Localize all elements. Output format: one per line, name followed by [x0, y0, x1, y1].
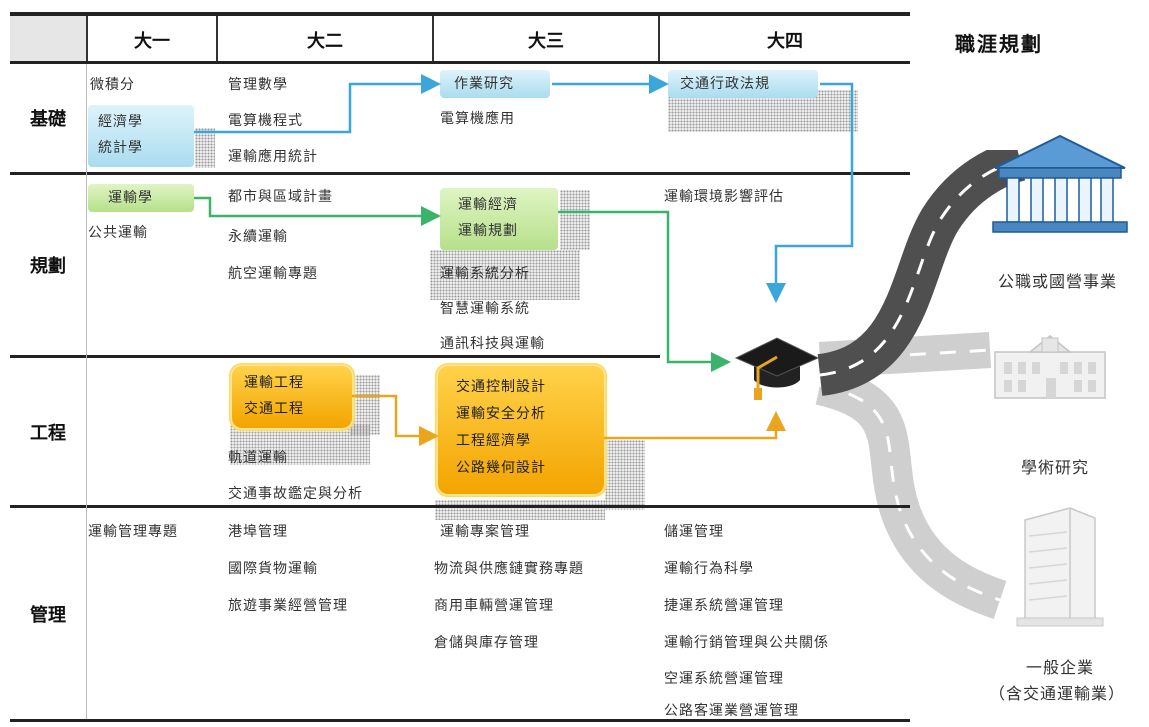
course-transport-statistics: 運輸應用統計 — [228, 149, 318, 165]
course-accident-analysis: 交通事故鑑定與分析 — [228, 486, 363, 502]
category-engineering: 工程 — [30, 422, 66, 444]
course-rail-transport: 軌道運輸 — [228, 450, 288, 466]
course-commercial-vehicle-ops: 商用車輛營運管理 — [434, 598, 554, 614]
header-year-1: 大一 — [134, 31, 170, 52]
course-transport-planning: 運輸規劃 — [458, 223, 518, 239]
course-bus-operations: 公路客運業營運管理 — [664, 703, 799, 719]
col-divider — [432, 16, 434, 61]
header-year-2: 大二 — [307, 31, 343, 52]
government-building-icon — [992, 134, 1128, 233]
course-transport-systems-analysis: 運輸系統分析 — [440, 266, 530, 282]
course-environmental-impact: 運輸環境影響評估 — [664, 189, 784, 205]
course-transport-admin-law: 交通行政法規 — [668, 70, 818, 98]
course-operations-research: 作業研究 — [440, 70, 550, 98]
category-management: 管理 — [30, 604, 66, 626]
course-highway-geometric-design: 公路幾何設計 — [456, 460, 546, 476]
course-transportation: 運輸學 — [88, 184, 194, 212]
career-roads — [815, 150, 1026, 619]
course-box-economics-statistics: 經濟學 統計學 — [88, 105, 194, 167]
career-academic-research: 學術研究 — [1020, 458, 1089, 477]
category-planning: 規劃 — [30, 256, 66, 277]
course-behavioral-science: 運輸行為科學 — [664, 561, 754, 577]
course-transport-project-mgmt: 運輸專案管理 — [440, 524, 530, 540]
course-computer-applications: 電算機應用 — [440, 111, 515, 127]
shadow — [430, 250, 580, 300]
header-year-3: 大三 — [528, 31, 564, 52]
road-public-sector — [816, 150, 1026, 396]
course-transport-mgmt-topics: 運輸管理專題 — [88, 524, 178, 540]
course-comm-tech-transport: 通訊科技與運輸 — [440, 336, 545, 352]
rule-after-foundation — [10, 172, 910, 175]
course-computer-programming: 電算機程式 — [228, 113, 303, 129]
course-engineering-economics: 工程經濟學 — [456, 433, 531, 449]
course-transport-economics: 運輸經濟 — [458, 197, 518, 213]
category-divider — [86, 64, 87, 719]
career-enterprise-note: （含交通運輸業） — [988, 684, 1125, 703]
career-enterprise: 一般企業 — [1025, 658, 1094, 677]
course-transport-safety-analysis: 運輸安全分析 — [456, 406, 546, 422]
green-arrow-to-econ-planning — [194, 196, 441, 226]
col-divider — [658, 16, 660, 61]
course-aviation-topics: 航空運輸專題 — [228, 266, 318, 282]
course-traffic-engineering: 交通工程 — [244, 401, 304, 417]
rule-top — [10, 12, 910, 16]
course-logistics-supply-chain: 物流與供應鏈實務專題 — [434, 561, 584, 577]
rule-after-engineering — [10, 505, 910, 508]
green-arrow-to-graduation — [558, 210, 731, 372]
gold-arrow-to-graduation — [604, 411, 786, 440]
course-economics: 經濟學 — [98, 114, 143, 130]
course-management-math: 管理數學 — [228, 77, 288, 93]
course-port-management: 港埠管理 — [228, 524, 288, 540]
blue-arrow-to-operations-research — [194, 74, 441, 134]
col-divider — [216, 16, 218, 61]
course-box-engineering-core: 交通控制設計 運輸安全分析 工程經濟學 公路幾何設計 — [438, 366, 604, 494]
faded-road-enterprise — [815, 365, 1007, 619]
course-box-transport-traffic-eng: 運輸工程 交通工程 — [232, 366, 352, 428]
gold-arrow-to-engineering-core — [352, 394, 439, 446]
course-transport-engineering: 運輸工程 — [244, 375, 304, 391]
course-traffic-control-design: 交通控制設計 — [456, 379, 546, 395]
course-warehouse-inventory: 倉儲與庫存管理 — [434, 635, 539, 651]
course-tourism-management: 旅遊事業經營管理 — [228, 598, 348, 614]
career-public-sector: 公職或國營事業 — [997, 272, 1117, 291]
career-planning-title: 職涯規劃 — [955, 32, 1043, 56]
course-urban-regional-planning: 都市與區域計畫 — [228, 189, 333, 205]
course-international-cargo: 國際貨物運輸 — [228, 561, 318, 577]
col-divider — [86, 16, 88, 61]
category-foundation: 基礎 — [30, 109, 66, 130]
rule-header-bottom — [10, 61, 910, 64]
shadow — [605, 440, 645, 510]
shadow — [560, 190, 590, 250]
shadow — [230, 425, 370, 465]
course-marketing-pr: 運輸行銷管理與公共關係 — [664, 635, 829, 651]
rule-after-planning — [10, 355, 660, 358]
blue-arrow-to-graduation — [766, 82, 854, 303]
university-building-icon — [994, 335, 1106, 399]
course-air-transport-ops: 空運系統營運管理 — [664, 671, 784, 687]
course-mrt-operations: 捷運系統營運管理 — [664, 598, 784, 614]
header-year-4: 大四 — [767, 31, 803, 52]
shadow — [195, 128, 215, 168]
office-tower-icon — [1016, 507, 1104, 627]
rule-bottom — [10, 719, 910, 722]
course-statistics: 統計學 — [98, 140, 143, 156]
course-box-econ-planning: 運輸經濟 運輸規劃 — [440, 188, 558, 250]
course-calculus: 微積分 — [90, 77, 135, 93]
course-public-transport: 公共運輸 — [88, 225, 148, 241]
header-left-cell — [10, 16, 86, 61]
course-sustainable-transport: 永續運輸 — [228, 229, 288, 245]
graduation-cap-icon — [734, 337, 820, 400]
course-storage-transport-mgmt: 儲運管理 — [664, 524, 724, 540]
course-intelligent-transport: 智慧運輸系統 — [440, 301, 530, 317]
